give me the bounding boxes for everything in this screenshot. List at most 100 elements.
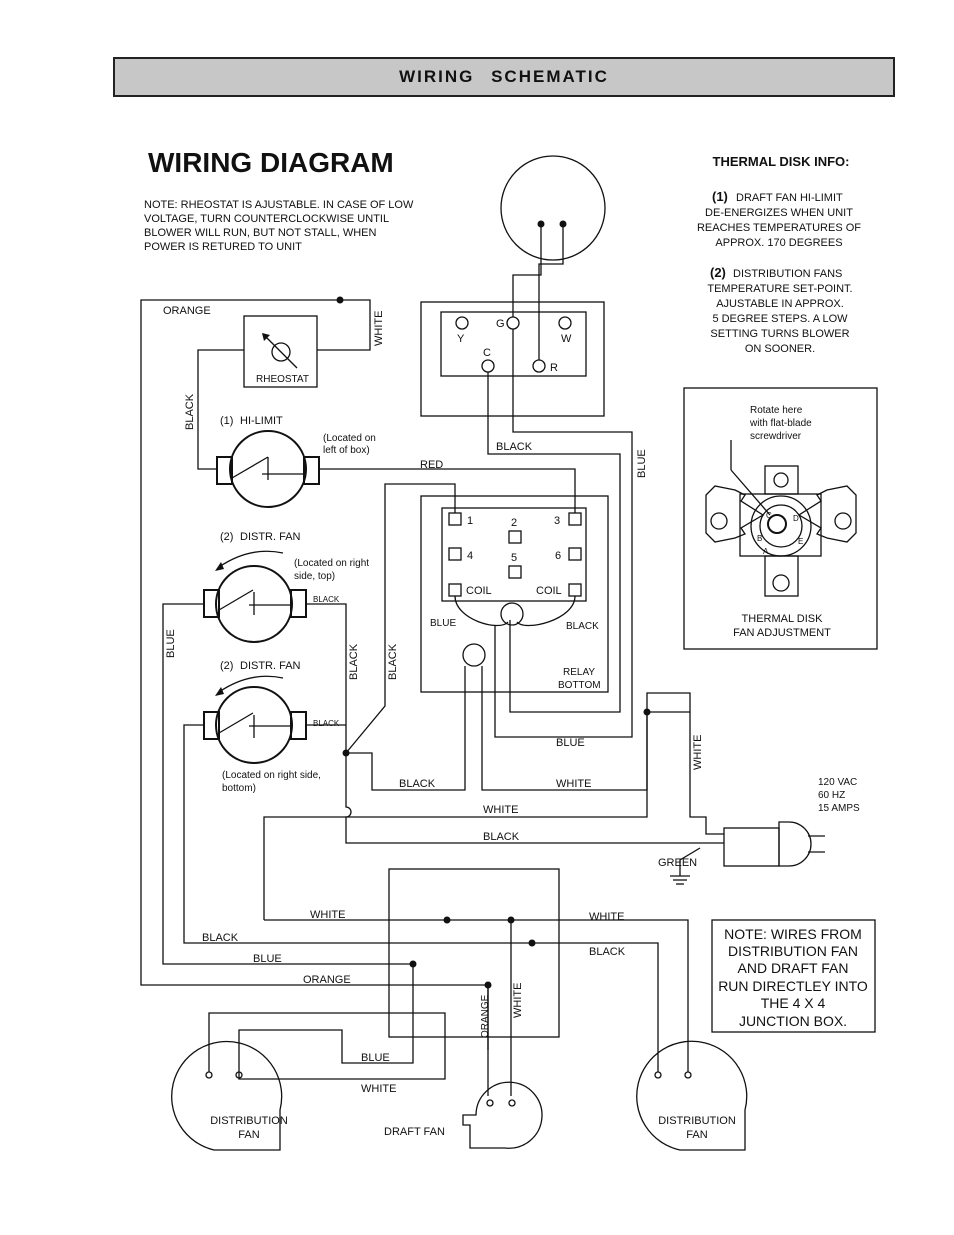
- junction-note: NOTE: WIRES FROM DISTRIBUTION FAN AND DR…: [711, 919, 876, 1033]
- power-spec-line3: 15 AMPS: [818, 803, 860, 814]
- terminal-y-label: Y: [457, 333, 465, 345]
- wire-black-relay-label: BLACK: [387, 643, 399, 680]
- distr-fan-top-note-line2: side, top): [294, 571, 335, 582]
- distr-fan-top-note-line1: (Located on right: [294, 558, 369, 569]
- distr-fan-switch-bottom: (2) DISTR. FAN (Located on right side, b…: [203, 660, 340, 794]
- power-spec-line1: 120 VAC: [818, 777, 857, 788]
- wire-blue-thermostat-label: BLUE: [636, 449, 648, 478]
- draft-fan-label: DRAFT FAN: [384, 1126, 445, 1138]
- relay: 1 2 3 4 5 6 COIL COIL BLUE BLACK RELAY B…: [420, 495, 609, 693]
- wire-white-junction-left-label: WHITE: [310, 909, 345, 921]
- rotate-note-line1: Rotate here: [750, 405, 803, 416]
- dial-letter-b: B: [757, 534, 762, 543]
- rheostat-note-line4: POWER IS RETURED TO UNIT: [144, 241, 302, 253]
- power-plug: 120 VAC 60 HZ 15 AMPS GREEN: [658, 777, 860, 869]
- relay-black-label: BLACK: [566, 621, 599, 632]
- wire-black-hilimit-label: BLACK: [184, 393, 196, 430]
- wire-blue-junction-label: BLUE: [253, 953, 282, 965]
- wire-black-thermostat-label: BLACK: [496, 441, 533, 453]
- distribution-fan-left-line2: FAN: [238, 1129, 259, 1141]
- disk-right-ear: [797, 485, 857, 543]
- distribution-fan-right-line2: FAN: [686, 1129, 707, 1141]
- rotate-note-line2: with flat-blade: [749, 418, 812, 429]
- thermal-item2-line1: DISTRIBUTION FANS: [733, 268, 842, 280]
- junction-box: [388, 868, 560, 1038]
- relay-coil-right: COIL: [536, 585, 562, 597]
- terminal-r-label: R: [550, 362, 558, 374]
- dial-letter-a: A: [763, 547, 769, 556]
- distr-fan-top-label: DISTR. FAN: [240, 531, 301, 543]
- rotate-note-line3: screwdriver: [750, 431, 802, 442]
- distr-fan-bottom-note-line2: bottom): [222, 783, 256, 794]
- relay-blue-label: BLUE: [430, 618, 456, 629]
- wire-black-fans-label: BLACK: [348, 643, 360, 680]
- section-title: WIRING SCHEMATIC: [399, 67, 609, 86]
- distr-fan-bottom-number: (2): [220, 660, 233, 672]
- thermal-item1-line1: DRAFT FAN HI-LIMIT: [736, 192, 843, 204]
- junction-note-line1: NOTE: WIRES FROM: [724, 926, 862, 942]
- junction-note-line2: DISTRIBUTION FAN: [728, 943, 858, 959]
- wire-white-power-label: WHITE: [483, 804, 518, 816]
- wire-blue-fan-label: BLUE: [361, 1052, 390, 1064]
- dial-letter-c: C: [766, 511, 772, 520]
- rheostat: RHEOSTAT: [243, 315, 318, 388]
- diagram-title: WIRING DIAGRAM: [148, 147, 394, 178]
- thermal-item1-line3: REACHES TEMPERATURES OF: [697, 222, 861, 234]
- rheostat-note-line1: NOTE: RHEOSTAT IS AJUSTABLE. IN CASE OF …: [144, 199, 414, 211]
- wire-orange-junction-label: ORANGE: [303, 974, 351, 986]
- blower-motor: [500, 155, 606, 261]
- distr-fan-switch-top: (2) DISTR. FAN (Located on right side, t…: [203, 531, 369, 643]
- thermal-item2-line2: TEMPERATURE SET-POINT.: [707, 283, 852, 295]
- distribution-fan-right-line1: DISTRIBUTION: [658, 1115, 736, 1127]
- hi-limit-number: (1): [220, 415, 233, 427]
- relay-coil-left: COIL: [466, 585, 492, 597]
- power-spec-line2: 60 HZ: [818, 790, 845, 801]
- hi-limit-note-line2: left of box): [323, 445, 370, 456]
- wire-white-power-vertical-label: WHITE: [692, 735, 704, 770]
- rheostat-note-line2: VOLTAGE, TURN COUNTERCLOCKWISE UNTIL: [144, 213, 389, 225]
- dial-letter-d: D: [793, 514, 799, 523]
- wire-white-fan-label: WHITE: [361, 1083, 396, 1095]
- wire-white-draftfan-label: WHITE: [512, 983, 524, 1018]
- section-header: WIRING SCHEMATIC: [113, 57, 895, 97]
- wire-orange-top-label: ORANGE: [163, 305, 211, 317]
- thermal-item1-line4: APPROX. 170 DEGREES: [715, 237, 842, 249]
- relay-pin-2: 2: [511, 517, 517, 529]
- hi-limit-note-line1: (Located on: [323, 433, 376, 444]
- wire-white-rheostat-label: WHITE: [373, 311, 385, 346]
- distr-fan-bottom-black-label: BLACK: [313, 719, 340, 728]
- terminal-w-label: W: [561, 333, 572, 345]
- hi-limit-label: HI-LIMIT: [240, 415, 283, 427]
- wire-black-junction-left-label: BLACK: [202, 932, 239, 944]
- distr-fan-top-black-label: BLACK: [313, 595, 340, 604]
- distr-fan-top-number: (2): [220, 531, 233, 543]
- rheostat-note-line3: BLOWER WILL RUN, BUT NOT STALL, WHEN: [144, 227, 377, 239]
- relay-pin-6: 6: [555, 550, 561, 562]
- wire-white-junction-right-label: WHITE: [589, 911, 624, 923]
- relay-pin-1: 1: [467, 515, 473, 527]
- thermal-item2-line4: 5 DEGREE STEPS. A LOW: [712, 313, 848, 325]
- relay-label-line2: BOTTOM: [558, 680, 601, 691]
- wire-black-junction-right-label: BLACK: [589, 946, 626, 958]
- relay-pin-5: 5: [511, 552, 517, 564]
- relay-pin-3: 3: [554, 515, 560, 527]
- distr-fan-bottom-label: DISTR. FAN: [240, 660, 301, 672]
- thermal-disk-caption-line2: FAN ADJUSTMENT: [733, 627, 831, 639]
- ground-label: GREEN: [658, 857, 697, 869]
- thermal-item1-number: (1): [712, 189, 728, 204]
- thermal-item2-line3: AJUSTABLE IN APPROX.: [716, 298, 844, 310]
- thermal-info-title: THERMAL DISK INFO:: [713, 154, 850, 169]
- junction-note-line3: AND DRAFT FAN: [738, 960, 849, 976]
- rheostat-label: RHEOSTAT: [256, 374, 309, 385]
- terminal-c-label: C: [483, 347, 491, 359]
- junction-note-line6: JUNCTION BOX.: [739, 1013, 847, 1029]
- distribution-fan-left-line1: DISTRIBUTION: [210, 1115, 288, 1127]
- junction-note-line4: RUN DIRECTLEY INTO: [718, 978, 868, 994]
- terminal-g-label: G: [496, 318, 505, 330]
- thermal-item2-number: (2): [710, 265, 726, 280]
- thermal-item1-line2: DE-ENERGIZES WHEN UNIT: [705, 207, 853, 219]
- wire-blue-relay-label: BLUE: [556, 737, 585, 749]
- thermal-disk-panel: Rotate here with flat-blade screwdriver …: [683, 387, 878, 650]
- thermal-item2-line5: SETTING TURNS BLOWER: [710, 328, 849, 340]
